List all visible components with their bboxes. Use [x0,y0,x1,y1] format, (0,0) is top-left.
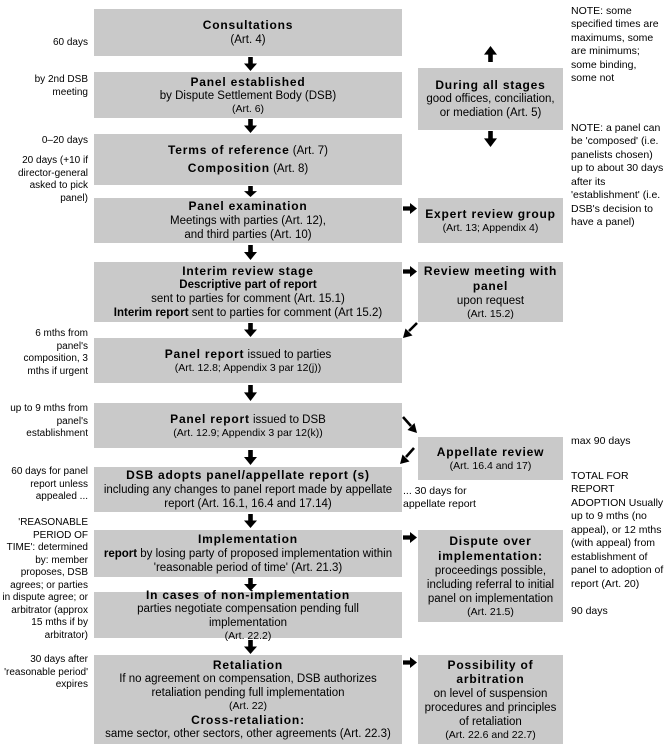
box-interim-review: Interim review stage Descriptive part of… [94,262,402,322]
box-body: and third parties (Art. 10) [184,228,312,241]
note-max-90-days: max 90 days [571,435,631,447]
timing-label-6-mths: 6 mths from panel's composition, 3 mths … [23,328,88,377]
article-ref: (Art. 21.5) [467,605,514,618]
box-title: During all stages [435,77,546,92]
article-ref: (Art. 22) [229,700,267,713]
timing-label-20-days: 20 days (+10 if director-general asked t… [17,155,88,204]
timing-label-60-days: 60 days [52,37,88,48]
box-panel-report-dsb: Panel report issued to DSB (Art. 12.9; A… [94,403,402,448]
box-title: Dispute over implementation: [438,534,543,563]
box-title-line: Terms of reference (Art. 7) [168,142,328,157]
box-title: Retaliation [212,657,284,672]
note-30-days-appellate: ... 30 days for appellate report [403,485,476,511]
arrow-up-icon [484,46,497,62]
box-body: proceedings possible, including referral… [426,564,555,605]
box-body: same sector, other sectors, other agreem… [105,728,391,741]
arrow-right-icon [403,657,417,668]
box-panel-established: Panel established by Dispute Settlement … [94,72,402,118]
box-terms-of-reference: Terms of reference (Art. 7) Composition … [94,134,402,185]
article-ref: (Art. 15.2) [467,307,514,320]
arrow-down-icon [244,186,257,197]
box-title-line: Panel report issued to DSB [170,411,326,426]
arrow-down-icon [244,323,257,337]
box-title: Appellate review [436,445,545,460]
box-title: Possibility of arbitration [447,657,534,687]
article-ref: (Art. 12.9; Appendix 3 par 12(k)) [173,426,323,439]
box-body: Descriptive part of report [179,279,317,292]
box-retaliation: Retaliation If no agreement on compensat… [94,655,402,744]
box-title: In cases of non-implementation [145,587,351,602]
box-body: including any changes to panel report ma… [103,483,393,510]
box-panel-examination: Panel examination Meetings with parties … [94,198,402,243]
box-title: Panel examination [188,199,308,214]
timing-label-30-days-after: 30 days after 'reasonable period' expire… [4,654,88,690]
timing-label-9-mths: up to 9 mths from panel's establishment [10,403,88,439]
arrow-down-icon [484,131,497,147]
arrow-down-icon [244,640,257,654]
box-review-meeting: Review meeting with panel upon request (… [418,262,563,322]
box-expert-review-group: Expert review group (Art. 13; Appendix 4… [418,198,563,243]
note-panel-composed: NOTE: a panel can be 'composed' (i.e. pa… [571,122,664,229]
article-ref: (Art. 16.4 and 17) [449,459,532,472]
box-body: If no agreement on compensation, DSB aut… [119,673,377,700]
note-specified-times: NOTE: some specified times are maximums,… [571,5,659,85]
box-body: sent to parties for comment (Art. 15.1) [151,293,345,306]
box-possibility-of-arbitration: Possibility of arbitration on level of s… [418,655,563,744]
note-90-days: 90 days [571,605,608,617]
arrow-down-icon [244,245,257,260]
box-dsb-adopts: DSB adopts panel/appellate report (s) in… [94,467,402,512]
arrow-right-icon [403,266,417,277]
article-ref: (Art. 13; Appendix 4) [442,221,539,234]
article-ref: (Art. 22.2) [224,630,272,643]
box-body: Meetings with parties (Art. 12), [170,214,326,227]
article-ref: (Art. 22.6 and 22.7) [445,729,536,742]
note-total-for-report-adoption: TOTAL FOR REPORT ADOPTION Usually up to … [571,470,664,590]
box-title: Panel established [190,74,306,89]
box-title: Expert review group [425,207,556,222]
box-title: Cross-retaliation: [191,712,305,727]
arrow-down-icon [244,450,257,465]
box-title-line: Panel report issued to parties [164,346,332,361]
box-non-implementation: In cases of non-implementation parties n… [94,588,402,642]
box-title: Consultations [202,18,294,33]
arrow-down-icon [244,578,257,591]
box-consultations: Consultations (Art. 4) [94,9,402,56]
box-appellate-review: Appellate review (Art. 16.4 and 17) [418,437,563,480]
arrow-down-icon [244,514,257,528]
box-title: Review meeting with panel [423,264,558,293]
box-body: on level of suspension procedures and pr… [424,688,557,729]
arrow-down-left-icon [399,446,416,465]
arrow-down-icon [244,385,257,401]
timing-label-reasonable-period: 'REASONABLE PERIOD OF TIME': determined … [2,517,88,641]
arrow-down-icon [244,57,257,71]
article-ref: (Art. 6) [231,103,265,116]
box-title-line: Composition (Art. 8) [187,161,309,175]
timing-label-2nd-dsb-meeting: by 2nd DSB meeting [34,74,88,98]
box-body: report by losing party of proposed imple… [103,547,393,574]
arrow-down-icon [244,119,257,133]
box-body: Interim report sent to parties for comme… [113,307,383,320]
box-title: Interim review stage [182,263,314,278]
article-ref: (Art. 4) [230,33,266,46]
timing-label-0-20-days: 0–20 days [41,135,88,146]
box-body: good offices, conciliation, or mediation… [426,93,555,120]
arrow-down-right-icon [401,415,418,434]
box-body: by Dispute Settlement Body (DSB) [159,90,337,103]
box-during-all-stages: During all stages good offices, concilia… [418,68,563,130]
box-dispute-over-implementation: Dispute over implementation: proceedings… [418,530,563,622]
box-body: parties negotiate compensation pending f… [137,603,359,630]
box-body: upon request [456,294,525,307]
arrow-down-left-icon [402,321,419,339]
article-ref: (Art. 12.8; Appendix 3 par 12(j)) [174,361,322,374]
box-title: DSB adopts panel/appellate report (s) [126,468,370,483]
box-panel-report-parties: Panel report issued to parties (Art. 12.… [94,338,402,383]
box-implementation: Implementation report by losing party of… [94,530,402,577]
arrow-right-icon [403,532,417,543]
arrow-right-icon [403,203,417,214]
box-title: Implementation [198,532,298,547]
timing-label-60-days-report: 60 days for panel report unless appealed… [11,466,88,502]
